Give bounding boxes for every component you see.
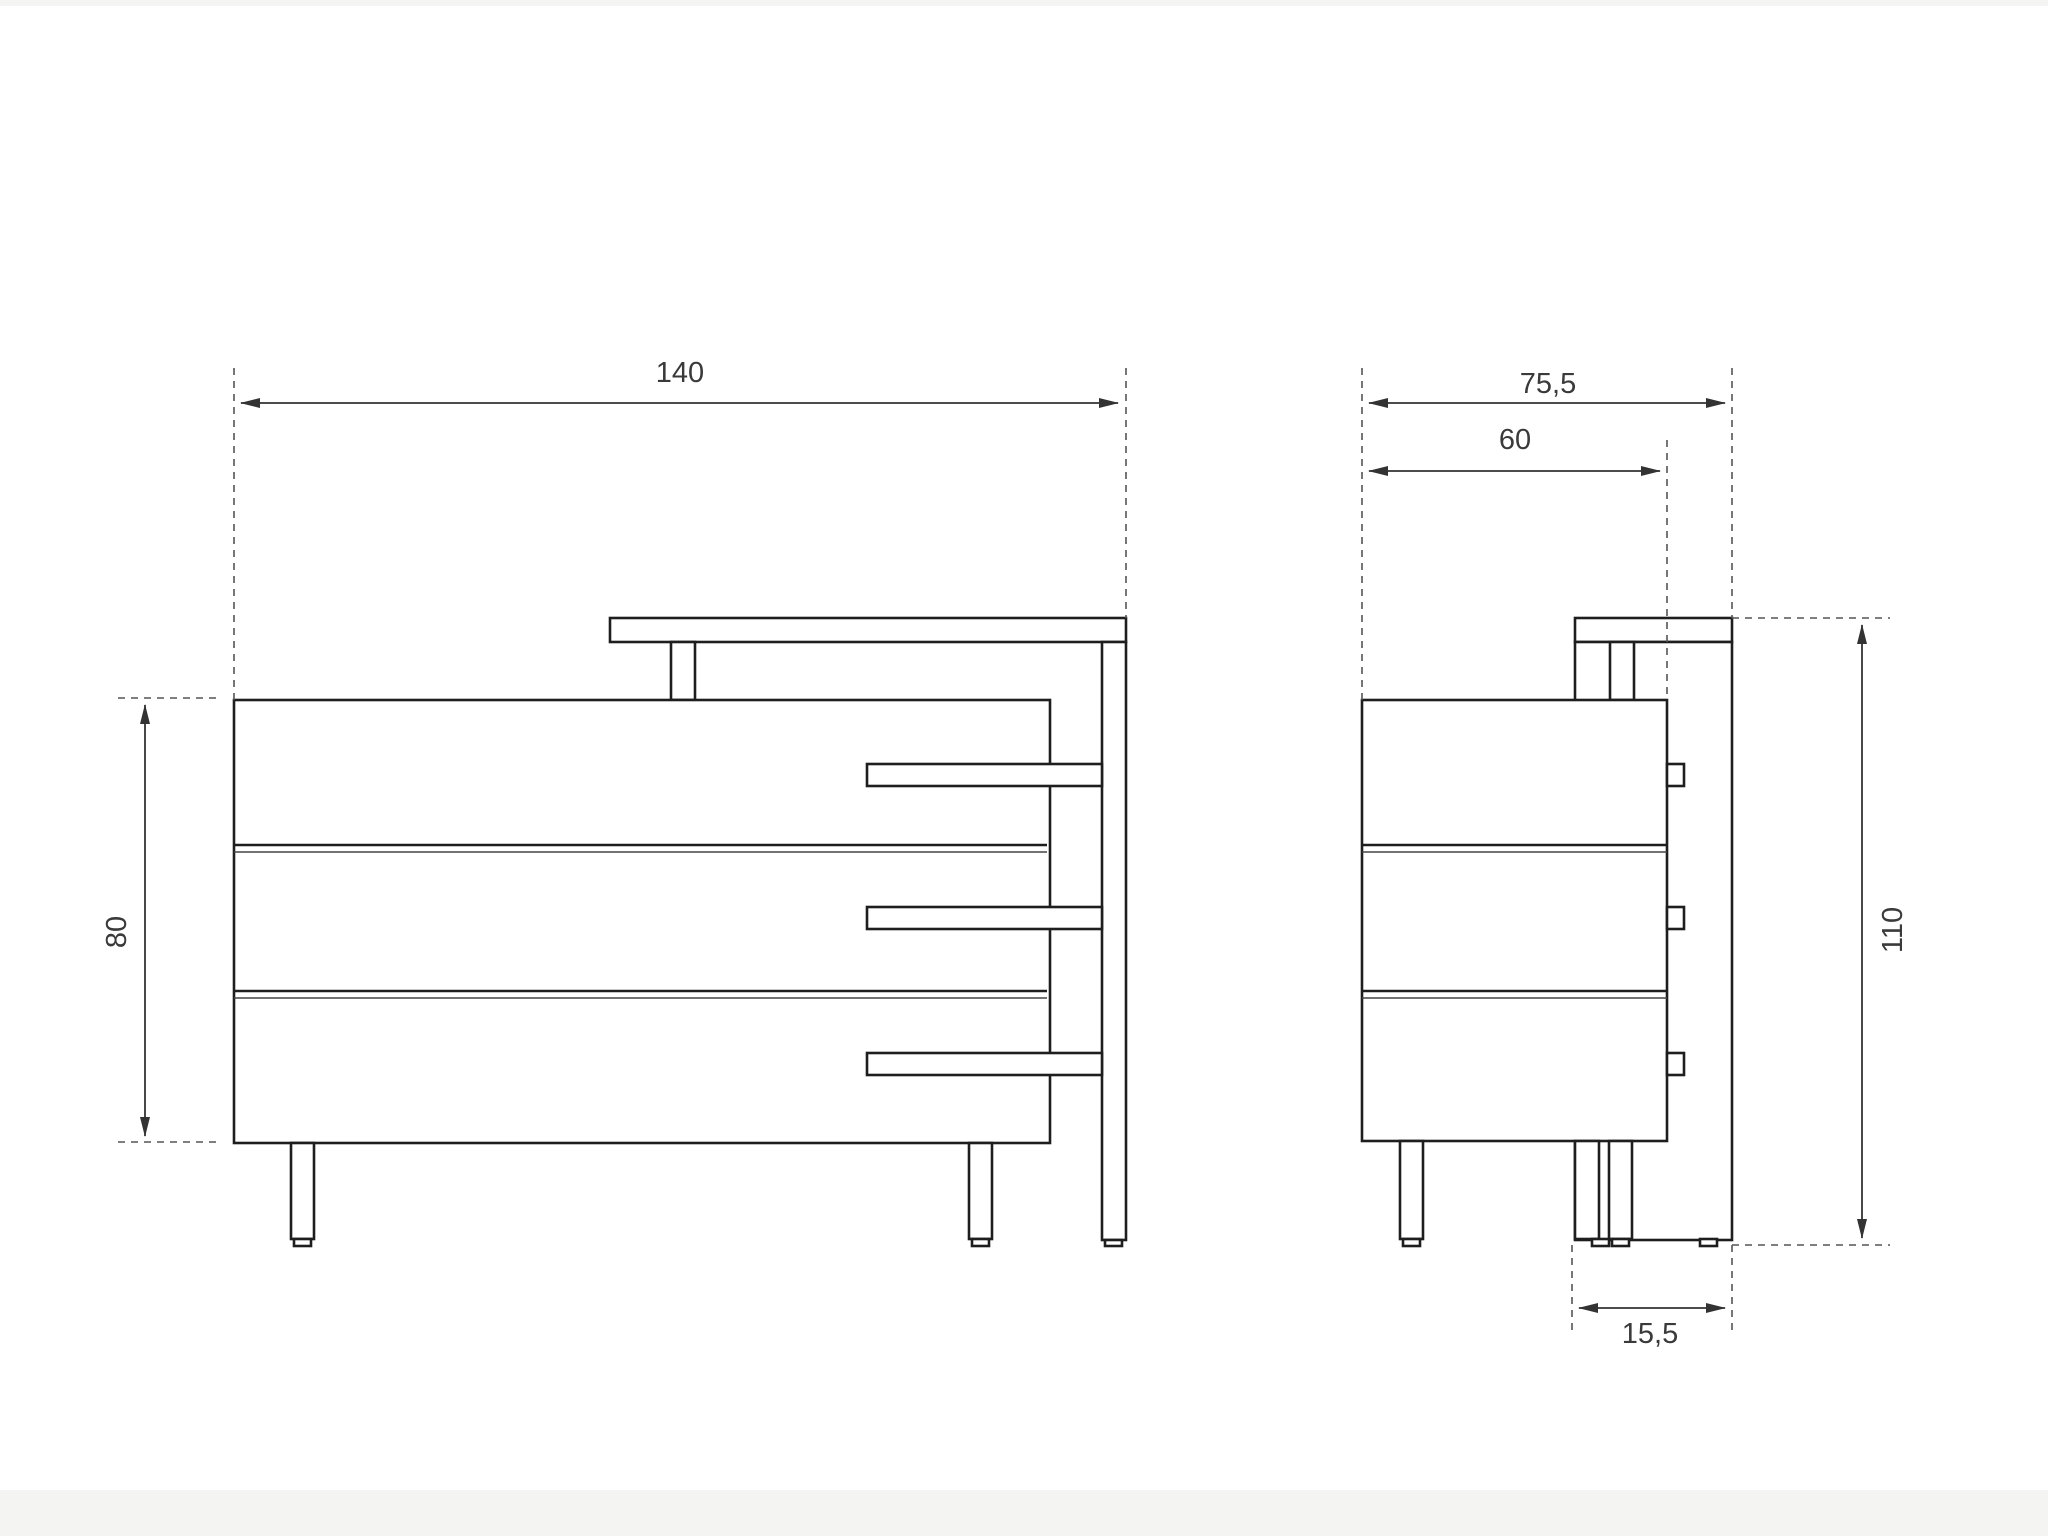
front-side-shelf-3 [865,1051,1104,1077]
side-shelf-stub-3 [1665,1051,1686,1077]
side-leg-back-foot-1 [1590,1237,1611,1248]
side-leg-back-foot-2 [1610,1237,1631,1248]
front-side-shelf-1 [865,762,1104,788]
front-dimensions: 140 80 [101,357,1127,1143]
side-shelf-post [1608,640,1636,702]
side-overall-depth-label: 75,5 [1520,368,1576,400]
front-leg-left-foot [292,1237,313,1248]
side-overall-height-label: 110 [1877,907,1909,953]
side-body-depth-label: 60 [1499,424,1531,456]
front-view [232,616,1128,1248]
front-side-panel [1100,640,1128,1242]
front-leg-left [289,1141,316,1241]
front-leg-right [967,1141,994,1241]
front-top-shelf [608,616,1128,644]
side-leg-back-1 [1573,1139,1601,1241]
side-view [1360,616,1734,1248]
side-shelf-stub-1 [1665,762,1686,788]
side-top-shelf [1573,616,1734,644]
front-side-panel-foot [1103,1238,1124,1248]
side-cabinet-body [1360,698,1669,1143]
side-shelf-stub-2 [1665,905,1686,931]
side-leg-front [1398,1139,1425,1241]
side-leg-front-foot [1401,1237,1422,1248]
side-panel-foot [1698,1237,1719,1248]
front-shelf-post [669,640,697,702]
front-height-label: 80 [101,916,133,948]
front-leg-right-foot [970,1237,991,1248]
front-width-label: 140 [656,357,704,389]
side-dimensions: 75,5 60 110 15,5 [1361,368,1909,1350]
front-side-shelf-2 [865,905,1104,931]
side-leg-back-2 [1607,1139,1634,1241]
side-shelf-depth-label: 15,5 [1622,1318,1678,1350]
